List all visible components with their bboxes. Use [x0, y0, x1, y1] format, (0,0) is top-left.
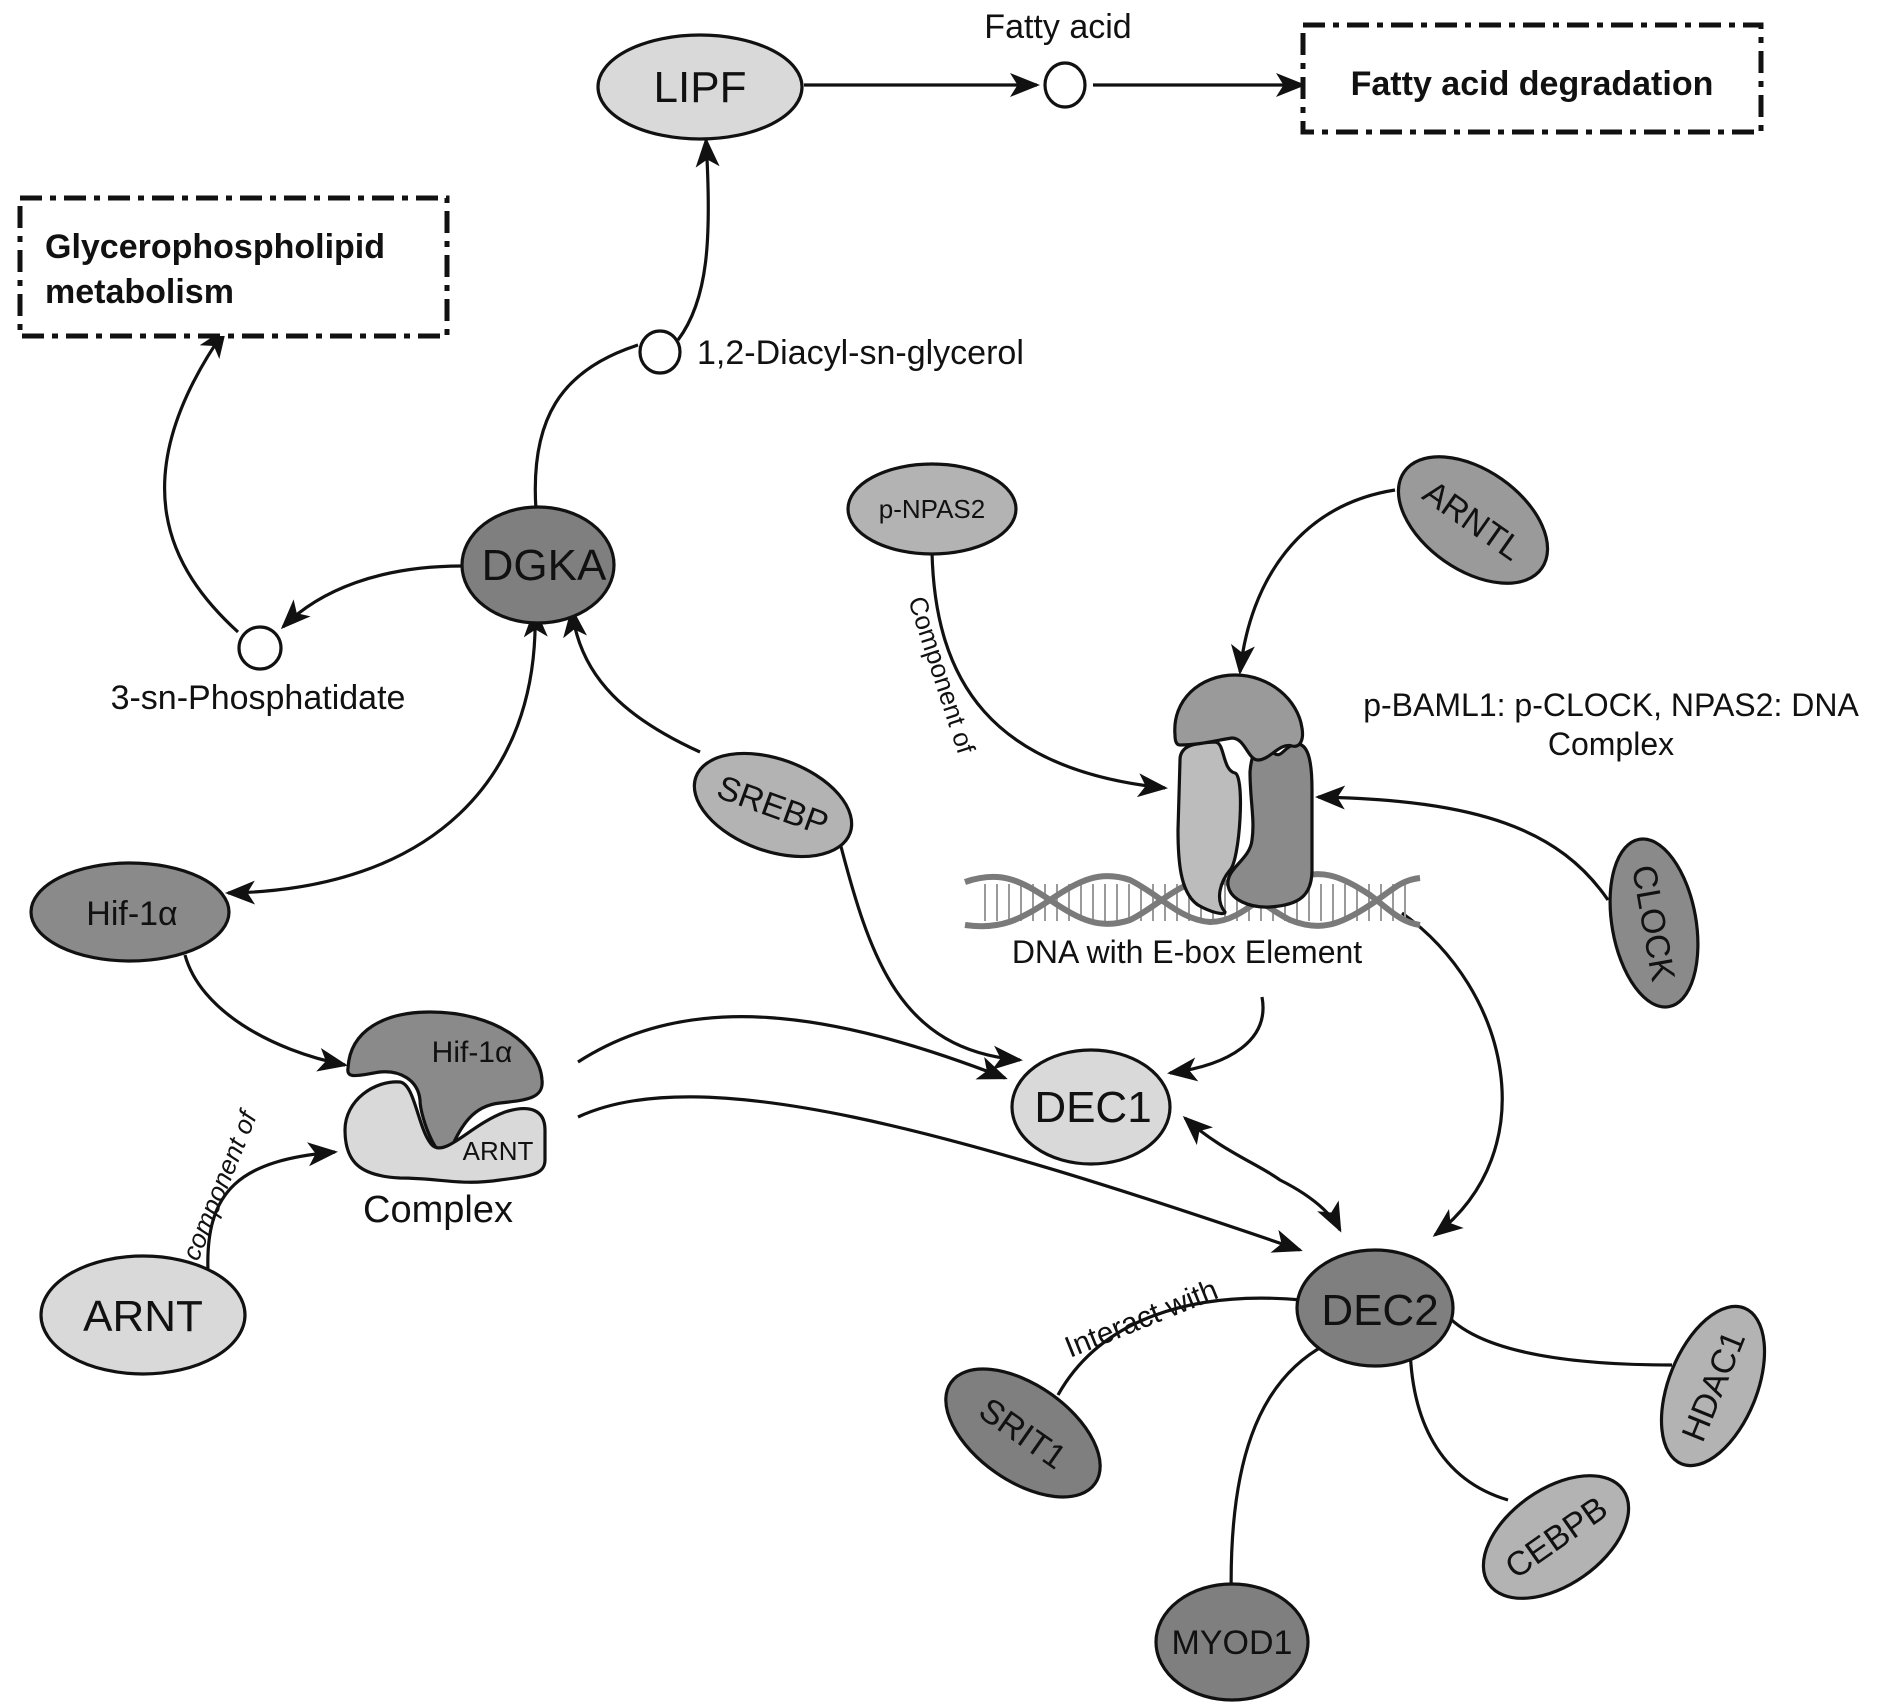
edge-dec2-cebpb [1408, 1339, 1509, 1502]
complex-arnt-label: ARNT [463, 1136, 534, 1166]
node-shape [1608, 837, 1700, 1009]
edge-srebp-dgka [563, 607, 701, 754]
pathway-glycerophospholipid[interactable]: Glycerophospholipid metabolism [17, 195, 450, 339]
edge-phosphatidate-glycero [163, 327, 240, 634]
node-shape [1396, 455, 1550, 585]
pathway-box-border [17, 195, 450, 339]
node-label: LIPF [654, 63, 747, 112]
node-label: MYOD1 [1172, 1624, 1293, 1662]
complex-hif1a-label: Hif-1α [432, 1036, 513, 1069]
pathway-fatty-acid-degradation[interactable]: Fatty acid degradation [1300, 22, 1764, 135]
edge-dec1-dec2 [1182, 1115, 1342, 1233]
edge-dgka-phosphatidate [280, 564, 463, 630]
clock-complex[interactable]: p-BAML1: p-CLOCK, NPAS2: DNA Complex [1173, 673, 1860, 916]
node-srit1[interactable]: SRIT1 [923, 1343, 1122, 1523]
complex-caption-line1: p-BAML1: p-CLOCK, NPAS2: DNA [1363, 687, 1859, 723]
complex-right-subunit [1226, 742, 1314, 909]
edge-dna-dec2 [1401, 911, 1504, 1237]
edge-label-interact-with: Interact with [1060, 1273, 1222, 1364]
complex-caption-line2: Complex [1548, 726, 1674, 762]
hif-arnt-complex[interactable]: Hif-1α ARNT Complex [343, 1010, 547, 1231]
metabolite-label: 1,2-Diacyl-sn-glycerol [697, 334, 1024, 372]
node-cebpb[interactable]: CEBPB [1461, 1451, 1650, 1624]
node-shape [460, 505, 616, 625]
edge-complex-dec1 [577, 1015, 1008, 1080]
metabolite-circle [1043, 61, 1087, 109]
node-clock[interactable]: CLOCK [1598, 832, 1710, 1014]
node-shape [1295, 1248, 1455, 1368]
complex-hif1a-subunit [346, 1010, 544, 1156]
complex-arnt-subunit [343, 1080, 547, 1184]
edge-clock-complex [1315, 785, 1610, 901]
node-shape [1481, 1474, 1631, 1600]
edge-complex-dec2 [577, 1095, 1303, 1253]
pathway-label: Fatty acid degradation [1351, 65, 1714, 103]
node-srebp[interactable]: SREBP [680, 734, 866, 877]
edge-dec2-srit1 [1056, 1296, 1303, 1396]
node-arntl[interactable]: ARNTL [1376, 431, 1571, 609]
metabolite-circle [237, 625, 283, 671]
node-p-npas2[interactable]: p-NPAS2 [846, 462, 1018, 556]
metabolite-diacylglycerol[interactable]: 1,2-Diacyl-sn-glycerol [638, 329, 1024, 375]
edge-dna-dec1 [1167, 996, 1265, 1082]
node-shape [1010, 1048, 1172, 1166]
edge-dec2-hdac1 [1439, 1307, 1673, 1367]
node-shape [596, 33, 804, 141]
metabolite-phosphatidate[interactable]: 3-sn-Phosphatidate [111, 625, 406, 717]
node-label: DEC2 [1321, 1286, 1438, 1335]
edge-npas2-complex [930, 551, 1168, 798]
node-label: ARNT [83, 1292, 203, 1341]
edge-hif1a-complex [183, 954, 348, 1072]
node-label: DGKA [482, 541, 607, 590]
metabolite-fatty-acid[interactable]: Fatty acid [984, 8, 1132, 109]
node-dgka[interactable]: DGKA [460, 505, 616, 625]
node-label: p-NPAS2 [879, 494, 985, 524]
node-arnt[interactable]: ARNT [39, 1254, 247, 1376]
node-hif1a[interactable]: Hif-1α [29, 861, 231, 963]
edge-label-component-of-arnt: component of [176, 1104, 264, 1264]
node-label: DEC1 [1034, 1083, 1151, 1132]
edge-dgka-hif1a [225, 607, 548, 905]
node-label: Hif-1α [86, 895, 177, 933]
edge-label-component-of-npas2: Component of [902, 593, 981, 758]
node-lipf[interactable]: LIPF [596, 33, 804, 141]
node-dec1[interactable]: DEC1 [1010, 1048, 1172, 1166]
edge-dag-lipf [676, 137, 720, 341]
edge-arnt-complex [206, 1142, 338, 1273]
node-shape [1154, 1582, 1310, 1702]
node-shape [692, 751, 854, 859]
node-shape [39, 1254, 247, 1376]
node-shape [29, 861, 231, 963]
complex-top-subunit [1173, 673, 1305, 762]
complex-caption: Complex [363, 1189, 513, 1231]
node-shape [944, 1367, 1102, 1499]
pathway-label-line1: Glycerophospholipid [45, 228, 385, 266]
edge-dec2-myod1 [1229, 1343, 1326, 1621]
dna-label: DNA with E-box Element [1012, 934, 1362, 970]
node-shape [1659, 1304, 1767, 1468]
edges [163, 73, 1673, 1621]
pathway-label-line2: metabolism [45, 273, 234, 311]
node-hdac1[interactable]: HDAC1 [1641, 1292, 1786, 1481]
node-myod1[interactable]: MYOD1 [1154, 1582, 1310, 1702]
node-dec2[interactable]: DEC2 [1295, 1248, 1455, 1368]
edge-srebp-dec1 [836, 834, 1023, 1070]
metabolite-label: Fatty acid [984, 8, 1131, 46]
node-shape [846, 462, 1018, 556]
edge-arntl-complex [1231, 488, 1396, 675]
metabolite-circle [638, 329, 682, 375]
pathway-box-border [1300, 22, 1764, 135]
edge-dgka-dag [533, 343, 639, 511]
metabolite-label: 3-sn-Phosphatidate [111, 679, 406, 717]
